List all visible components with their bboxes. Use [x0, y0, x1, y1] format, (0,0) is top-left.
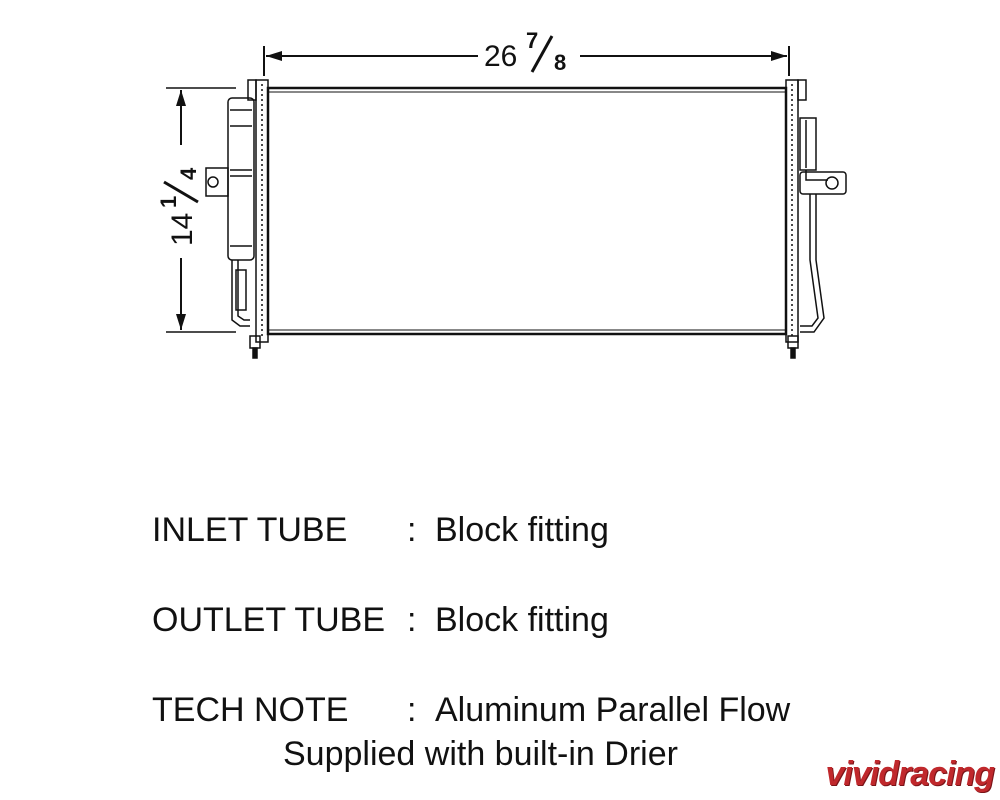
left-header-tank [247, 79, 269, 359]
spec-value: Block fitting [435, 511, 609, 549]
spec-row-inlet: INLET TUBE: Block fitting [152, 510, 609, 550]
height-whole: 14 [166, 213, 199, 246]
spec-tech-note-continuation: Supplied with built-in Drier [283, 735, 678, 773]
spec-separator: : [407, 691, 417, 729]
height-fraction-slash [163, 180, 199, 204]
width-numerator: 7 [526, 28, 538, 53]
width-whole: 26 [484, 40, 517, 73]
width-dimension-label: 26 7 8 [484, 28, 566, 75]
spec-label: OUTLET TUBE [152, 601, 386, 639]
height-denominator: 4 [176, 167, 201, 180]
right-header-tank [785, 79, 807, 359]
spec-label: TECH NOTE [152, 691, 349, 729]
height-numerator: 1 [156, 196, 181, 208]
spec-row-tech-note: TECH NOTE: Aluminum Parallel Flow [152, 690, 790, 730]
height-dimension-line [166, 87, 236, 333]
spec-value: Aluminum Parallel Flow [435, 691, 791, 729]
width-denominator: 8 [554, 50, 566, 75]
watermark-logo: vividracing [825, 755, 995, 793]
width-dimension-line [263, 46, 790, 76]
height-dimension-label: 14 1 4 [156, 167, 201, 246]
spec-value: Block fitting [435, 601, 609, 639]
spec-separator: : [407, 601, 417, 639]
spec-label: INLET TUBE [152, 511, 348, 549]
condenser-diagram: 26 7 8 14 1 4 [156, 28, 847, 359]
width-fraction-slash [530, 35, 554, 73]
right-pipes [799, 117, 847, 333]
spec-row-outlet: OUTLET TUBE: Block fitting [152, 600, 609, 640]
receiver-drier [205, 97, 255, 327]
spec-separator: : [407, 511, 417, 549]
condenser-core [266, 86, 788, 336]
